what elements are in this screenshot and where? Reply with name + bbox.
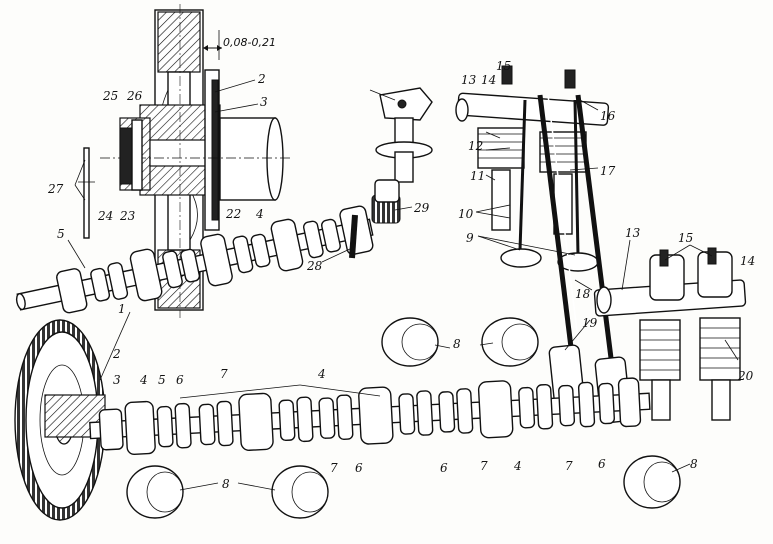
bushing-bottom-left	[126, 465, 184, 519]
callout-7-bottom-right: 7	[565, 459, 573, 473]
callout-6-bottom-right: 6	[440, 461, 448, 475]
leader-lines	[67, 79, 739, 491]
callout-25: 26	[126, 89, 143, 103]
callout-4-bottom-left: 4	[139, 373, 148, 387]
callout-labels: 0,08-0,21 2 3 25 26 24 23 22 4 27 5 29 2…	[47, 36, 755, 491]
bushing-top-right	[481, 317, 539, 367]
callout-15-right: 15	[678, 231, 693, 245]
valve-group	[455, 65, 632, 424]
callout-23: 24	[97, 209, 113, 223]
callout-27: 28	[306, 259, 323, 273]
callout-11: 11	[470, 169, 485, 183]
lower-camshaft	[14, 319, 651, 521]
callout-17: 17	[600, 164, 616, 178]
callout-10: 10	[458, 207, 474, 221]
callout-18: 18	[575, 287, 591, 301]
bushing-top-left	[381, 317, 439, 367]
callout-8-top: 8	[453, 337, 461, 351]
callout-8-right: 8	[690, 457, 698, 471]
callout-3-bottom: 3	[113, 373, 121, 387]
callout-7-top: 7	[220, 367, 228, 381]
callout-4-bottom-right: 4	[513, 459, 522, 473]
callout-16: 16	[600, 109, 616, 123]
callout-14-top: 14	[481, 73, 496, 87]
clearance-dimension: 0,08-0,21	[223, 36, 276, 49]
callout-6-right: 6	[598, 457, 606, 471]
callout-22: 23	[119, 209, 136, 223]
callout-2-top: 2	[257, 72, 266, 86]
callout-8-bottom: 8	[222, 477, 230, 491]
callout-15-top: 15	[496, 59, 511, 73]
callout-4-top-middle: 4	[317, 367, 326, 381]
callout-1: 1	[118, 302, 126, 316]
callout-12: 12	[468, 139, 483, 153]
callout-28: 29	[413, 201, 430, 215]
callout-21: 22	[225, 207, 241, 221]
bushing-bottom-right	[623, 455, 681, 509]
callout-13-right: 13	[625, 226, 641, 240]
callout-5-bottom: 5	[158, 373, 166, 387]
camshaft-bushings	[126, 317, 681, 519]
callout-4-top: 4	[255, 207, 264, 221]
distributor-drive	[374, 87, 433, 203]
callout-7-bottom-left: 7	[330, 461, 338, 475]
callout-2-bottom: 2	[112, 347, 121, 361]
callout-6-bottom-middle: 6	[355, 461, 363, 475]
callout-7-bottom-middle: 7	[480, 459, 488, 473]
callout-13-top: 13	[461, 73, 477, 87]
bushing-bottom-middle	[271, 465, 329, 519]
callout-9: 9	[466, 231, 474, 245]
upper-camshaft	[15, 194, 401, 314]
callout-14-right: 14	[740, 254, 755, 268]
callout-6-bottom-left: 6	[176, 373, 184, 387]
rocker-arm-assembly	[593, 247, 747, 421]
callout-3-top: 3	[260, 95, 268, 109]
callout-20: 20	[737, 369, 754, 383]
callout-26: 27	[47, 182, 64, 196]
callout-19: 19	[582, 316, 598, 330]
callout-5-top: 5	[57, 227, 65, 241]
callout-24: 25	[102, 89, 118, 103]
